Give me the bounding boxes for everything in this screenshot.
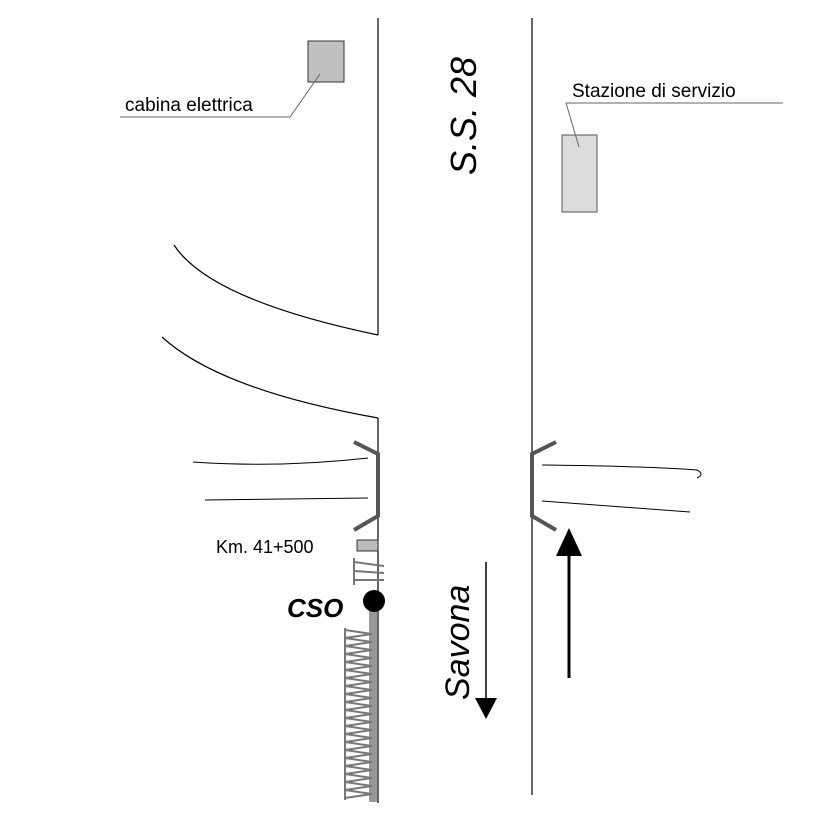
fence-tooth <box>344 637 373 647</box>
service-station-label: Stazione di servizio <box>572 81 736 102</box>
fence-tooth <box>344 725 373 735</box>
bridge-barrier-right <box>530 440 558 532</box>
cross-road-left-upper <box>192 457 369 465</box>
fence-tooth <box>344 701 373 711</box>
fence-tooth <box>344 733 373 743</box>
side-road-curve-lower <box>161 336 379 419</box>
savona-arrow-head <box>475 698 497 719</box>
cso-label: CSO <box>287 593 343 623</box>
fence-tooth <box>344 749 373 759</box>
fence-tooth <box>344 645 373 655</box>
fence-tooth <box>344 685 373 695</box>
fence-tooth <box>344 789 373 799</box>
fence-tooth <box>344 677 373 687</box>
km-marker-label: Km. 41+500 <box>216 537 314 557</box>
bridge-barrier-left <box>352 440 380 532</box>
cross-road-right-lower <box>541 500 691 513</box>
fence-tooth <box>344 709 373 719</box>
fence-tooth <box>344 717 373 727</box>
fence-tooth <box>344 629 373 639</box>
electric-cabin-box <box>307 40 345 83</box>
cso-point <box>363 590 385 612</box>
fence-tooth <box>344 765 373 775</box>
cross-road-left-lower <box>204 497 369 501</box>
road-name-label: S.S. 28 <box>443 57 484 175</box>
savona-direction-label: Savona <box>439 585 477 700</box>
fence-tooth <box>344 661 373 671</box>
electric-cabin-label: cabina elettrica <box>125 95 253 116</box>
side-road-curve-upper <box>173 244 379 336</box>
fence-tooth <box>344 653 373 663</box>
northbound-arrow-head <box>556 528 582 556</box>
service-station-box <box>561 134 598 213</box>
short-fence <box>353 558 385 585</box>
fence-tooth <box>344 741 373 751</box>
service-station-leader <box>565 102 783 148</box>
electric-cabin-leader <box>120 73 321 118</box>
fence-tooth <box>344 781 373 791</box>
fence-tooth <box>344 693 373 703</box>
fence-tooth <box>344 757 373 767</box>
cross-road-right-upper <box>541 464 702 479</box>
fence-tooth <box>344 773 373 783</box>
fence-teeth <box>344 629 373 799</box>
km-marker-sign <box>356 539 379 552</box>
fence-tooth <box>344 669 373 679</box>
